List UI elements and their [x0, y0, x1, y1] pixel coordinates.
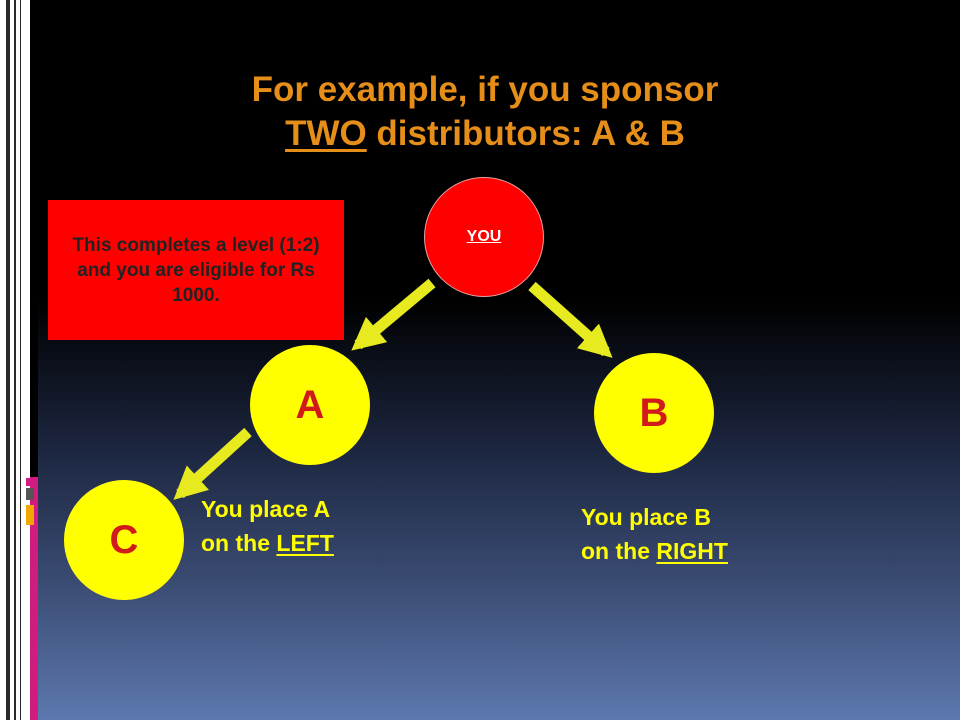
info-box: This completes a level (1:2) and you are…: [48, 200, 344, 340]
caption-b-line-2: on the RIGHT: [581, 534, 728, 568]
title-line-2: TWO distributors: A & B: [190, 112, 780, 156]
slide-title: For example, if you sponsor TWO distribu…: [190, 68, 780, 156]
title-line-1: For example, if you sponsor: [251, 70, 719, 109]
caption-b-prefix: on the: [581, 538, 657, 564]
title-underlined-word: TWO: [285, 114, 367, 153]
caption-a-prefix: on the: [201, 530, 277, 556]
node-c-label: C: [109, 517, 139, 562]
deco-line-1: [6, 0, 10, 720]
caption-a-side: LEFT: [276, 530, 334, 556]
caption-a-line-1: You place A: [201, 496, 331, 522]
caption-a-line-2: on the LEFT: [201, 526, 334, 560]
deco-block-2: [26, 488, 34, 500]
title-line-2-rest: distributors: A & B: [366, 114, 685, 153]
node-a-label: A: [295, 382, 325, 427]
caption-b-side: RIGHT: [656, 538, 728, 564]
caption-b: You place B on the RIGHT: [581, 500, 728, 568]
deco-line-4: [30, 0, 38, 720]
deco-magenta-strip: [30, 477, 38, 720]
node-a: A: [250, 345, 370, 465]
info-box-text: This completes a level (1:2) and you are…: [72, 234, 320, 306]
node-b: B: [594, 353, 714, 473]
caption-b-line-1: You place B: [581, 504, 711, 530]
deco-block-1: [26, 478, 34, 486]
arrow-you-to-a: [351, 278, 436, 351]
node-b-label: B: [639, 390, 669, 435]
deco-block-3: [26, 505, 34, 525]
node-you-label: YOU: [466, 228, 502, 245]
node-you: YOU: [424, 177, 544, 297]
arrow-a-to-c: [173, 427, 252, 500]
deco-line-2: [14, 0, 16, 720]
caption-a: You place A on the LEFT: [201, 492, 334, 560]
deco-line-3: [20, 0, 21, 720]
node-c: C: [64, 480, 184, 600]
arrow-you-to-b: [528, 281, 613, 358]
